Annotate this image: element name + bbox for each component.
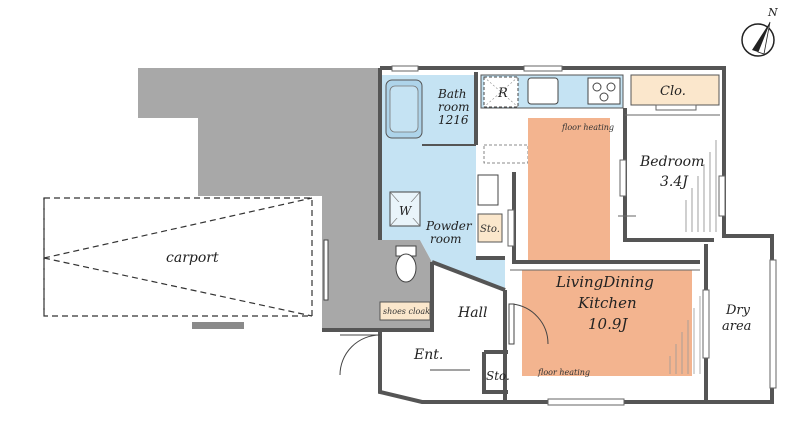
fridge-cross-2 — [483, 76, 519, 108]
storage-upper-box — [477, 213, 503, 243]
car-stop-bar — [192, 322, 244, 329]
compass-label: N — [767, 6, 778, 19]
washer-label-bg — [396, 202, 414, 218]
shelf-dashed — [483, 144, 529, 164]
burner-3 — [599, 92, 609, 102]
wash-basin — [477, 174, 499, 206]
ldk-label-1: LivingDining — [555, 273, 654, 291]
storage-lower-label: Sto. — [486, 369, 510, 383]
floor-heating-bottom-label: floor heating — [537, 368, 590, 377]
doors — [323, 239, 549, 376]
closet-label: Clo. — [660, 84, 686, 99]
kitchen-sink — [527, 77, 559, 105]
compass-icon: N — [741, 6, 778, 57]
floor-heating-kitchen — [528, 118, 610, 260]
powder-label-2: room — [430, 232, 462, 246]
windows — [391, 65, 777, 406]
dry-area-label-2: area — [722, 319, 751, 334]
carport-label: carport — [166, 250, 219, 266]
stove — [587, 77, 621, 105]
exterior-strip — [138, 68, 198, 118]
hall-label: Hall — [457, 305, 488, 321]
bedroom-label-1: Bedroom — [639, 154, 704, 170]
burner-1 — [592, 82, 602, 92]
bath-label-2: room — [438, 100, 470, 114]
floor-heating-living — [522, 270, 692, 376]
floor-heating-top-label: floor heating — [561, 123, 614, 132]
ldk-label-2: Kitchen — [577, 294, 637, 312]
bath-label-3: 1216 — [438, 113, 469, 127]
bedroom-label-2: 3.4J — [660, 174, 689, 190]
thin-dividers — [510, 114, 720, 271]
powder-label-1: Powder — [425, 219, 473, 233]
burner-2 — [606, 82, 616, 92]
bedroom-steps — [685, 140, 717, 232]
carport-outline — [43, 197, 313, 317]
bath-label-1: Bath — [437, 87, 467, 101]
entrance-label: Ent. — [413, 347, 443, 363]
toilet-bowl — [395, 253, 417, 283]
shoes-cloak-label: shoes cloak — [383, 307, 430, 316]
ldk-label-3: 10.9J — [588, 315, 628, 333]
bathtub-inner — [389, 85, 419, 133]
fridge-cross-1 — [483, 76, 519, 108]
living-steps — [669, 296, 701, 374]
washer-label: W — [399, 204, 413, 218]
refrigerator-label: R — [497, 86, 508, 101]
shoes-cloak-box — [379, 301, 431, 321]
closet-box — [630, 74, 720, 106]
exterior-gray-area — [138, 68, 432, 330]
storage-upper-label: Sto. — [480, 224, 500, 235]
dry-area-label-1: Dry — [725, 303, 751, 318]
